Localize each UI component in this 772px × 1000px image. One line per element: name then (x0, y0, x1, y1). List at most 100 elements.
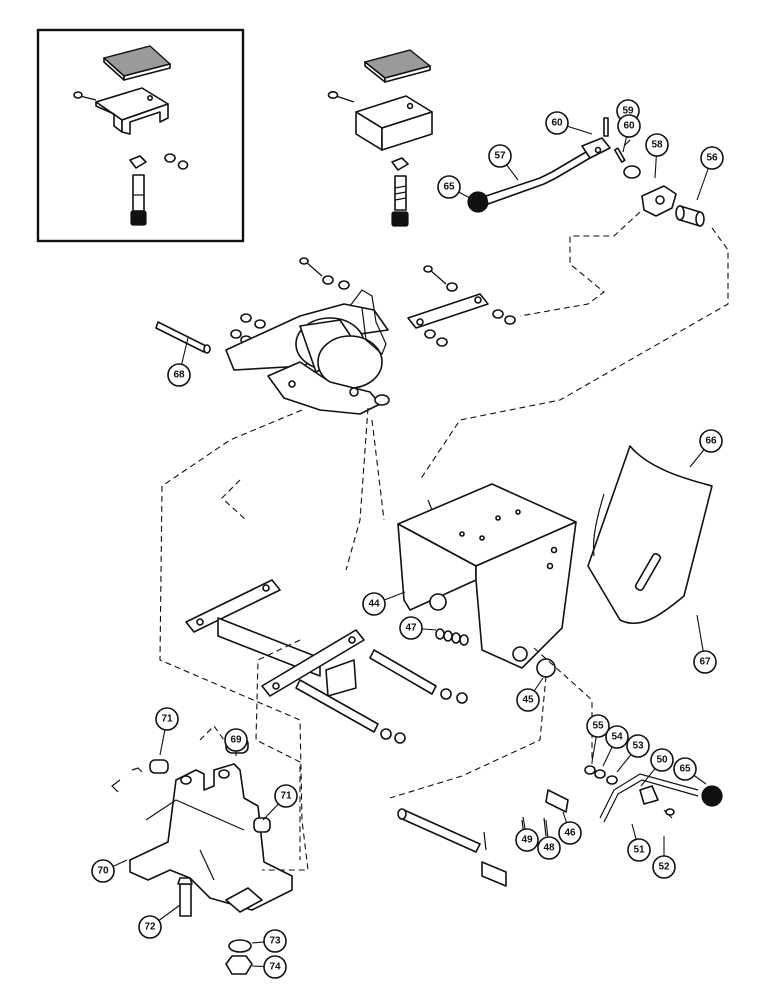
callout-65: 65 (673, 757, 707, 785)
callout-circle (650, 748, 674, 772)
callout-number: 44 (368, 599, 380, 610)
hand-lever-bottom (397, 765, 723, 887)
callout-number: 46 (564, 828, 576, 839)
callout-circle (263, 955, 287, 979)
callout-55: 55 (586, 714, 610, 763)
callout-71: 71 (262, 784, 298, 821)
pedal-assembly (327, 49, 433, 227)
callout-number: 50 (656, 755, 668, 766)
inset-view (36, 28, 245, 243)
callout-68: 68 (167, 337, 191, 387)
cross-link-assembly (185, 579, 365, 697)
callout-72: 72 (138, 904, 181, 939)
callout-number: 71 (280, 791, 292, 802)
callout-circle (699, 429, 723, 453)
callout-circle (91, 859, 115, 883)
callout-number: 49 (521, 835, 533, 846)
callout-circle (362, 592, 386, 616)
callout-labels: 57 60 59 60 58 56 65 68 66 44 47 67 45 71 69 55 54 53 50 65… (91, 99, 724, 979)
callout-51: 51 (627, 823, 651, 862)
callout-number: 52 (658, 862, 670, 873)
callout-number: 68 (173, 370, 185, 381)
callout-number: 47 (405, 623, 417, 634)
callout-number: 59 (622, 106, 634, 117)
callout-number: 60 (623, 121, 635, 132)
callout-number: 48 (543, 843, 555, 854)
callout-56: 56 (696, 146, 724, 201)
callout-circle (545, 111, 569, 135)
callout-number: 56 (706, 153, 718, 164)
callout-46: 46 (558, 811, 582, 845)
callout-number: 45 (522, 695, 534, 706)
callout-circle (627, 838, 651, 862)
callout-number: 51 (633, 845, 645, 856)
callout-66: 66 (689, 429, 723, 468)
callout-54: 54 (602, 725, 629, 767)
pins-and-spring (295, 628, 556, 744)
callout-circle (537, 836, 561, 860)
callout-circle (399, 616, 423, 640)
callout-number: 53 (632, 741, 644, 752)
callout-number: 58 (651, 140, 663, 151)
callout-circle (274, 784, 298, 808)
callout-48: 48 (537, 819, 561, 860)
callout-58: 58 (645, 133, 669, 179)
callout-number: 74 (269, 962, 281, 973)
callout-73: 73 (251, 929, 287, 953)
callout-52: 52 (652, 836, 676, 879)
callout-number: 71 (161, 714, 173, 725)
callout-circle (224, 728, 248, 752)
callout-circle (605, 725, 629, 749)
callout-number: 57 (494, 151, 506, 162)
main-bracket-44 (397, 483, 577, 669)
inset-nut (129, 155, 147, 169)
callout-60: 60 (545, 111, 593, 135)
callout-57: 57 (488, 144, 519, 181)
knob-65-bottom (701, 785, 723, 807)
callout-circle (515, 828, 539, 852)
callout-circle (626, 734, 650, 758)
callout-circle (558, 821, 582, 845)
callout-circle (645, 133, 669, 157)
callout-circle (138, 915, 162, 939)
inset-frame (36, 28, 245, 243)
callout-number: 60 (551, 118, 563, 129)
callout-circle (488, 144, 512, 168)
callout-71: 71 (155, 707, 179, 756)
callout-70: 70 (91, 859, 128, 883)
cover-plate-66 (587, 445, 713, 625)
callout-47: 47 (399, 616, 437, 640)
callout-49: 49 (515, 816, 539, 852)
callout-number: 65 (679, 764, 691, 775)
callout-number: 66 (705, 436, 717, 447)
callout-44: 44 (362, 591, 406, 616)
callout-circle (693, 650, 717, 674)
callout-circle (263, 929, 287, 953)
callout-circle (437, 175, 461, 199)
callout-number: 70 (97, 866, 109, 877)
callout-53: 53 (616, 734, 650, 773)
callout-number: 65 (443, 182, 455, 193)
callout-67: 67 (693, 614, 717, 674)
callout-number: 72 (144, 922, 156, 933)
callout-60: 60 (617, 114, 641, 153)
callout-number: 67 (699, 657, 711, 668)
callout-circle (673, 757, 697, 781)
callout-74: 74 (251, 955, 287, 979)
knob-65-top (467, 191, 489, 213)
dashed-routing-lines (159, 211, 729, 871)
callout-circle (652, 855, 676, 879)
callout-number: 54 (611, 732, 623, 743)
linkage-center (299, 257, 516, 329)
callout-69: 69 (224, 728, 248, 756)
hand-lever-top (467, 117, 705, 227)
callout-65: 65 (437, 175, 471, 199)
inset-stud (132, 174, 145, 212)
callout-number: 55 (592, 721, 604, 732)
callout-circle (617, 114, 641, 138)
callout-number: 69 (230, 735, 242, 746)
callout-circle (167, 363, 191, 387)
link-bar (407, 293, 489, 329)
pivot-hub-assembly (155, 289, 448, 415)
